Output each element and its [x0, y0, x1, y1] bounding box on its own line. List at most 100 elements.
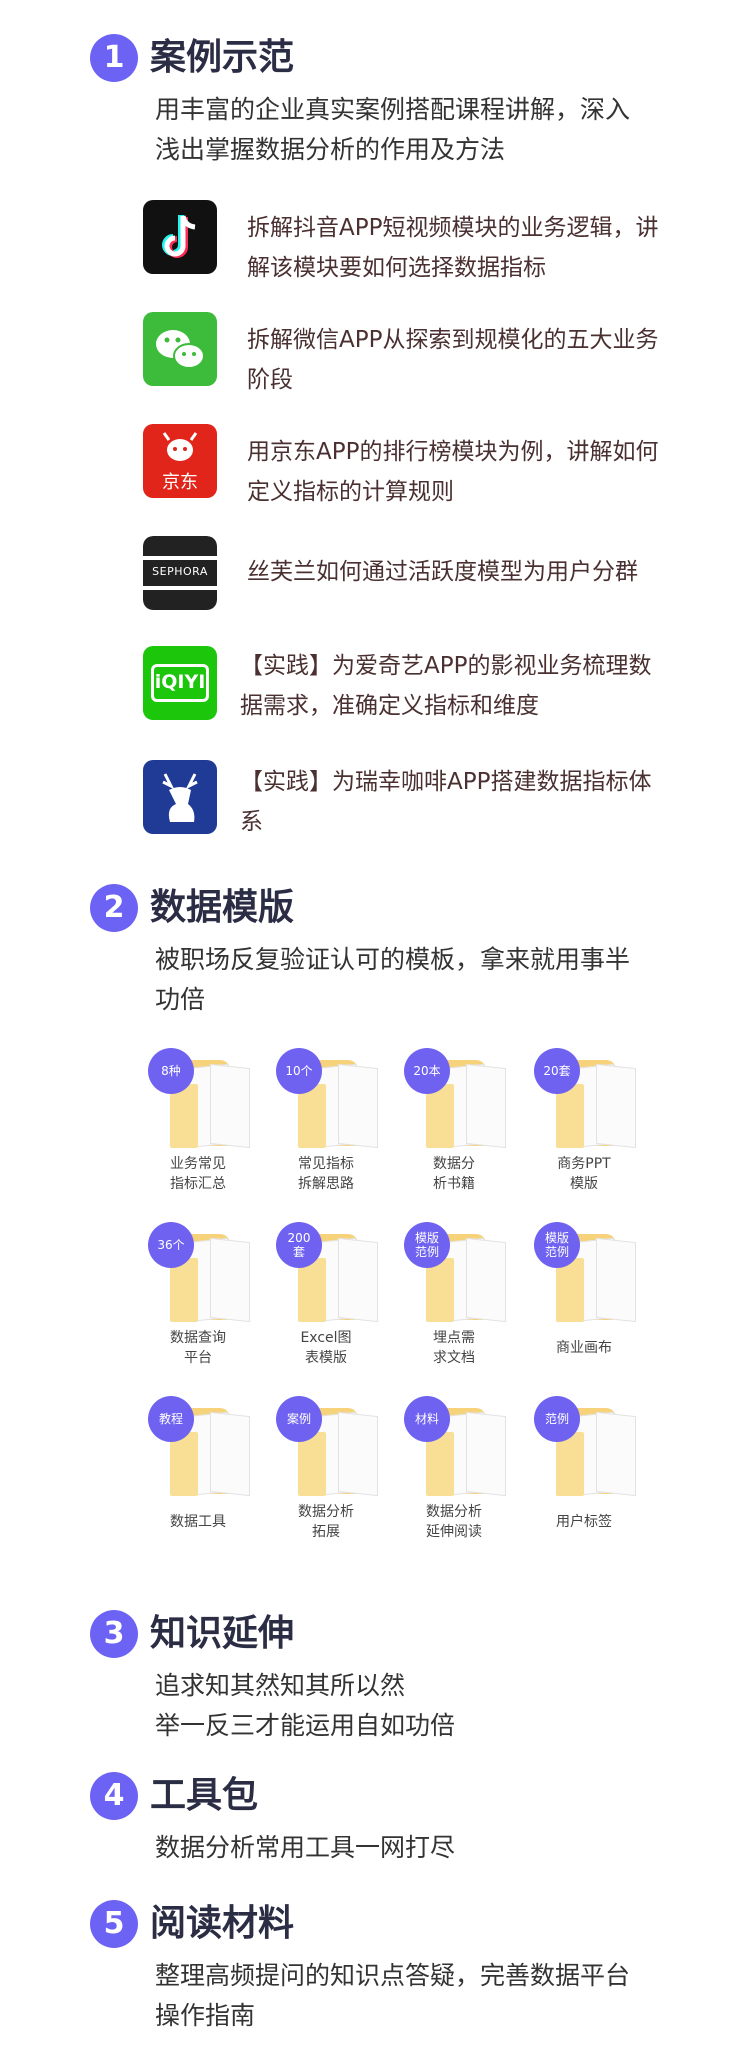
document-page [210, 1411, 250, 1497]
folder-front [170, 1084, 198, 1148]
sephora-icon: SEPHORA [143, 536, 217, 610]
template-badge: 案例 [276, 1396, 322, 1442]
section-desc-2: 被职场反复验证认可的模板，拿来就用事半 功倍 [155, 940, 695, 1020]
desc-line: 整理高频提问的知识点答疑，完善数据平台 [155, 1961, 631, 1990]
template-label: 数据分析书籍 [394, 1154, 514, 1194]
document-page [338, 1237, 378, 1323]
template-label: 数据分析拓展 [266, 1502, 386, 1542]
template-badge: 20套 [534, 1048, 580, 1094]
section-title-5: 阅读材料 [150, 1903, 295, 1944]
template-folder: 20本数据分析书籍 [404, 1048, 506, 1198]
template-label-line: 埋点需 [433, 1330, 475, 1346]
desc-line: 被职场反复验证认可的模板，拿来就用事半 [155, 945, 631, 974]
template-label-line: 表模版 [305, 1350, 347, 1366]
template-label-line: 用户标签 [556, 1514, 612, 1530]
template-badge: 模版 范例 [534, 1222, 580, 1268]
template-badge: 材料 [404, 1396, 450, 1442]
section-title-4: 工具包 [150, 1775, 259, 1816]
template-folder: 范例用户标签 [534, 1396, 636, 1546]
document-page [338, 1063, 378, 1149]
jd-icon: 京东 [143, 424, 217, 498]
case-text-jd: 用京东APP的排行榜模块为例，讲解如何 定义指标的计算规则 [247, 432, 707, 512]
case-line: 系 [240, 809, 263, 835]
section-number-5: 5 [90, 1900, 138, 1948]
case-line: 用京东APP的排行榜模块为例，讲解如何 [247, 439, 659, 465]
template-label-line: 商务PPT [557, 1156, 611, 1172]
desc-line: 功倍 [155, 985, 206, 1014]
section-title-2: 数据模版 [150, 887, 295, 928]
wechat-icon [143, 312, 217, 386]
document-page [466, 1063, 506, 1149]
folder-front [298, 1258, 326, 1322]
section-desc-3: 追求知其然知其所以然 举一反三才能运用自如功倍 [155, 1666, 695, 1746]
document-page [596, 1411, 636, 1497]
template-label-line: 拓展 [312, 1524, 340, 1540]
template-label: 业务常见指标汇总 [138, 1154, 258, 1194]
template-folder: 教程数据工具 [148, 1396, 250, 1546]
document-page [596, 1237, 636, 1323]
folder-front [426, 1084, 454, 1148]
template-label: Excel图表模版 [266, 1328, 386, 1368]
douyin-icon [143, 200, 217, 274]
case-line: 【实践】为爱奇艺APP的影视业务梳理数 [240, 653, 652, 679]
section-number-4: 4 [90, 1772, 138, 1820]
template-badge: 模版 范例 [404, 1222, 450, 1268]
template-badge: 8种 [148, 1048, 194, 1094]
template-label: 用户标签 [524, 1512, 644, 1532]
desc-line: 追求知其然知其所以然 [155, 1671, 406, 1700]
template-label: 常见指标拆解思路 [266, 1154, 386, 1194]
template-label-line: 数据分析 [298, 1504, 354, 1520]
template-label: 埋点需求文档 [394, 1328, 514, 1368]
case-line: 阶段 [247, 367, 293, 393]
case-line: 丝芙兰如何通过活跃度模型为用户分群 [247, 559, 638, 585]
section-number-1: 1 [90, 34, 138, 82]
folder-front [170, 1432, 198, 1496]
document-page [338, 1411, 378, 1497]
template-label-line: 业务常见 [170, 1156, 226, 1172]
section-desc-5: 整理高频提问的知识点答疑，完善数据平台 操作指南 [155, 1956, 695, 2036]
section-title-3: 知识延伸 [150, 1613, 295, 1654]
template-label-line: 平台 [184, 1350, 212, 1366]
case-text-luckin: 【实践】为瑞幸咖啡APP搭建数据指标体 系 [240, 762, 700, 842]
template-label-line: 数据工具 [170, 1514, 226, 1530]
template-label: 数据分析延伸阅读 [394, 1502, 514, 1542]
desc-line: 数据分析常用工具一网打尽 [155, 1833, 456, 1862]
template-label-line: Excel图 [300, 1330, 352, 1346]
document-page [466, 1237, 506, 1323]
template-folder: 36个数据查询平台 [148, 1222, 250, 1372]
section-desc-1: 用丰富的企业真实案例搭配课程讲解，深入 浅出掌握数据分析的作用及方法 [155, 90, 695, 170]
template-folder: 材料数据分析延伸阅读 [404, 1396, 506, 1546]
iqiyi-icon: iQIYI [143, 646, 217, 720]
case-line: 定义指标的计算规则 [247, 479, 454, 505]
template-folder: 10个常见指标拆解思路 [276, 1048, 378, 1198]
iqiyi-brand-text: iQIYI [154, 671, 206, 693]
template-label-line: 数据查询 [170, 1330, 226, 1346]
section-number-2: 2 [90, 884, 138, 932]
template-label-line: 指标汇总 [170, 1176, 226, 1192]
desc-line: 浅出掌握数据分析的作用及方法 [155, 135, 506, 164]
template-label-line: 数据分 [433, 1156, 475, 1172]
desc-line: 举一反三才能运用自如功倍 [155, 1711, 456, 1740]
template-label: 数据工具 [138, 1512, 258, 1532]
folder-front [298, 1084, 326, 1148]
template-label-line: 商业画布 [556, 1340, 612, 1356]
case-line: 拆解抖音APP短视频模块的业务逻辑，讲 [247, 215, 659, 241]
luckin-icon [143, 760, 217, 834]
folder-front [556, 1432, 584, 1496]
folder-front [556, 1258, 584, 1322]
template-label: 商业画布 [524, 1338, 644, 1358]
case-text-douyin: 拆解抖音APP短视频模块的业务逻辑，讲 解该模块要如何选择数据指标 [247, 208, 707, 288]
template-badge: 20本 [404, 1048, 450, 1094]
case-text-iqiyi: 【实践】为爱奇艺APP的影视业务梳理数 据需求，准确定义指标和维度 [240, 646, 700, 726]
template-folder: 8种业务常见指标汇总 [148, 1048, 250, 1198]
template-folder: 案例数据分析拓展 [276, 1396, 378, 1546]
folder-front [298, 1432, 326, 1496]
folder-front [556, 1084, 584, 1148]
sephora-brand-text: SEPHORA [152, 565, 208, 578]
jd-brand-text: 京东 [162, 472, 198, 493]
template-badge: 范例 [534, 1396, 580, 1442]
section-number-3: 3 [90, 1610, 138, 1658]
